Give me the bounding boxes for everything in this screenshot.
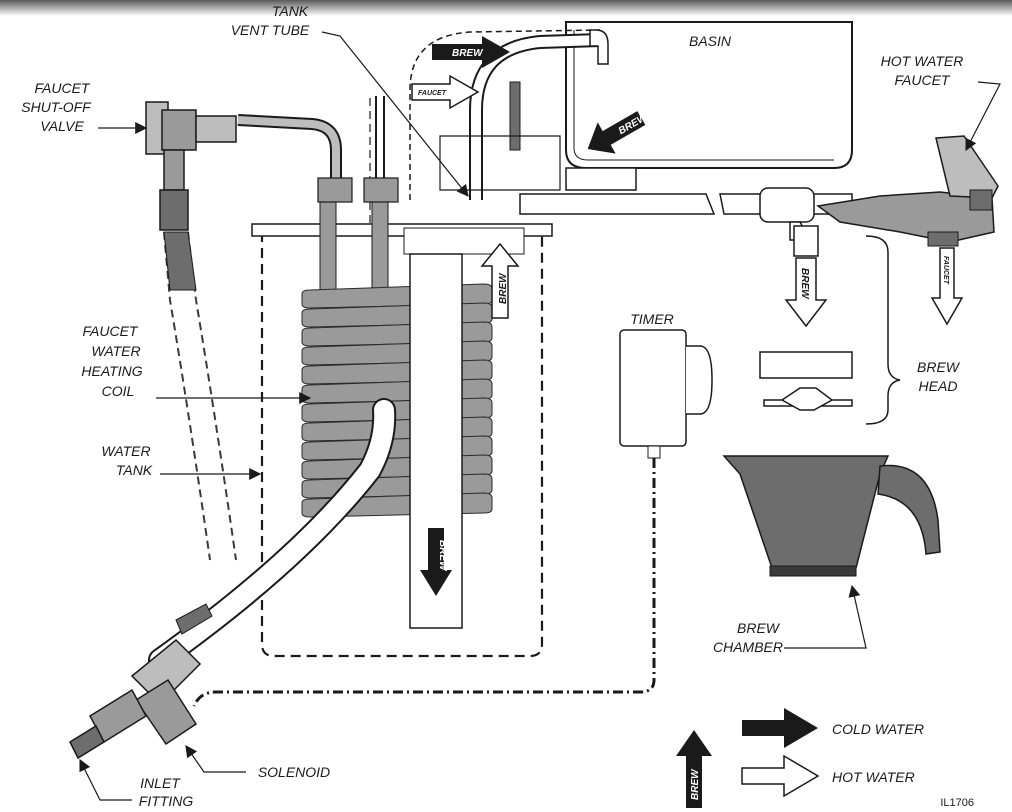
legend-brew-label: BREW xyxy=(690,768,701,800)
brew-head xyxy=(759,351,853,411)
label-timer: TIMER xyxy=(630,311,674,327)
svg-text:SHUT-OFF: SHUT-OFF xyxy=(21,99,92,115)
legend-hot-water: HOT WATER xyxy=(741,754,915,798)
label-hot-water-faucet: HOT WATER FAUCET xyxy=(881,53,1001,152)
timer-cable xyxy=(192,458,656,707)
label-inlet-fitting: INLET FITTING xyxy=(79,758,194,809)
svg-text:VALVE: VALVE xyxy=(40,118,84,134)
basin xyxy=(565,21,853,191)
inlet-fitting xyxy=(69,688,147,760)
svg-text:VENT TUBE: VENT TUBE xyxy=(231,22,310,38)
svg-text:HEATING: HEATING xyxy=(81,363,142,379)
svg-text:TANK: TANK xyxy=(272,3,309,19)
legend-brew-arrow: BREW xyxy=(676,730,712,808)
brew-arrow-top: BREW xyxy=(432,36,510,68)
label-water-tank: WATER TANK xyxy=(101,443,262,480)
brew-chamber xyxy=(722,455,941,577)
faucet-arrow-top: FAUCET xyxy=(411,74,480,110)
brew-arrow-down-tank: BREW xyxy=(420,528,452,596)
svg-text:COIL: COIL xyxy=(102,383,135,399)
svg-text:FAUCET: FAUCET xyxy=(35,80,91,96)
svg-text:BREW: BREW xyxy=(737,620,781,636)
faucet-arrow-down-label: FAUCET xyxy=(942,256,949,285)
svg-text:FITTING: FITTING xyxy=(139,793,194,809)
solenoid xyxy=(130,603,213,746)
label-basin: BASIN xyxy=(689,33,732,49)
faucet-arrow-label: FAUCET xyxy=(418,90,447,97)
svg-text:FAUCET: FAUCET xyxy=(83,323,139,339)
faucet-shutoff-valve xyxy=(145,96,399,231)
figure-id: IL1706 xyxy=(940,797,974,809)
faucet-arrow-down: FAUCET xyxy=(930,247,964,326)
svg-text:CHAMBER: CHAMBER xyxy=(713,639,783,655)
timer xyxy=(619,329,713,459)
svg-text:HOT WATER: HOT WATER xyxy=(881,53,964,69)
brew-arrow-label: BREW xyxy=(452,48,484,59)
svg-text:FAUCET: FAUCET xyxy=(895,72,951,88)
brew-head-bracket xyxy=(865,235,901,425)
svg-text:WATER: WATER xyxy=(91,343,140,359)
label-faucet-shutoff-valve: FAUCET SHUT-OFF VALVE xyxy=(21,80,148,134)
svg-text:WATER: WATER xyxy=(101,443,150,459)
legend-hot-water-label: HOT WATER xyxy=(832,769,915,785)
svg-text:BREW: BREW xyxy=(917,359,961,375)
brew-arrow-up: BREW xyxy=(480,242,520,319)
hot-water-faucet xyxy=(816,135,999,247)
label-brew-chamber: BREW CHAMBER xyxy=(713,584,867,655)
label-solenoid: SOLENOID xyxy=(185,745,330,780)
legend: BREW COLD WATER HOT WATER xyxy=(676,708,924,808)
brew-arrow-head-label: BREW xyxy=(799,268,810,300)
svg-text:INLET: INLET xyxy=(140,775,181,791)
brew-arrow-down-label: BREW xyxy=(437,540,448,572)
legend-cold-water: COLD WATER xyxy=(742,708,924,748)
svg-text:HEAD: HEAD xyxy=(919,378,958,394)
svg-text:TANK: TANK xyxy=(116,462,153,478)
label-tank-vent-tube: TANK VENT TUBE xyxy=(231,3,469,197)
legend-cold-water-label: COLD WATER xyxy=(832,721,924,737)
top-banner xyxy=(0,0,1012,16)
svg-text:SOLENOID: SOLENOID xyxy=(258,764,330,780)
inlet-hose xyxy=(148,398,397,672)
brew-arrow-up-label: BREW xyxy=(498,272,509,304)
brew-arrow-down-head: BREW xyxy=(784,257,828,328)
braided-supply-line xyxy=(163,231,237,561)
label-brew-head: BREW HEAD xyxy=(917,359,961,394)
label-faucet-water-heating-coil: FAUCET WATER HEATING COIL xyxy=(81,323,312,404)
basin-outlet-pipe xyxy=(519,187,853,257)
